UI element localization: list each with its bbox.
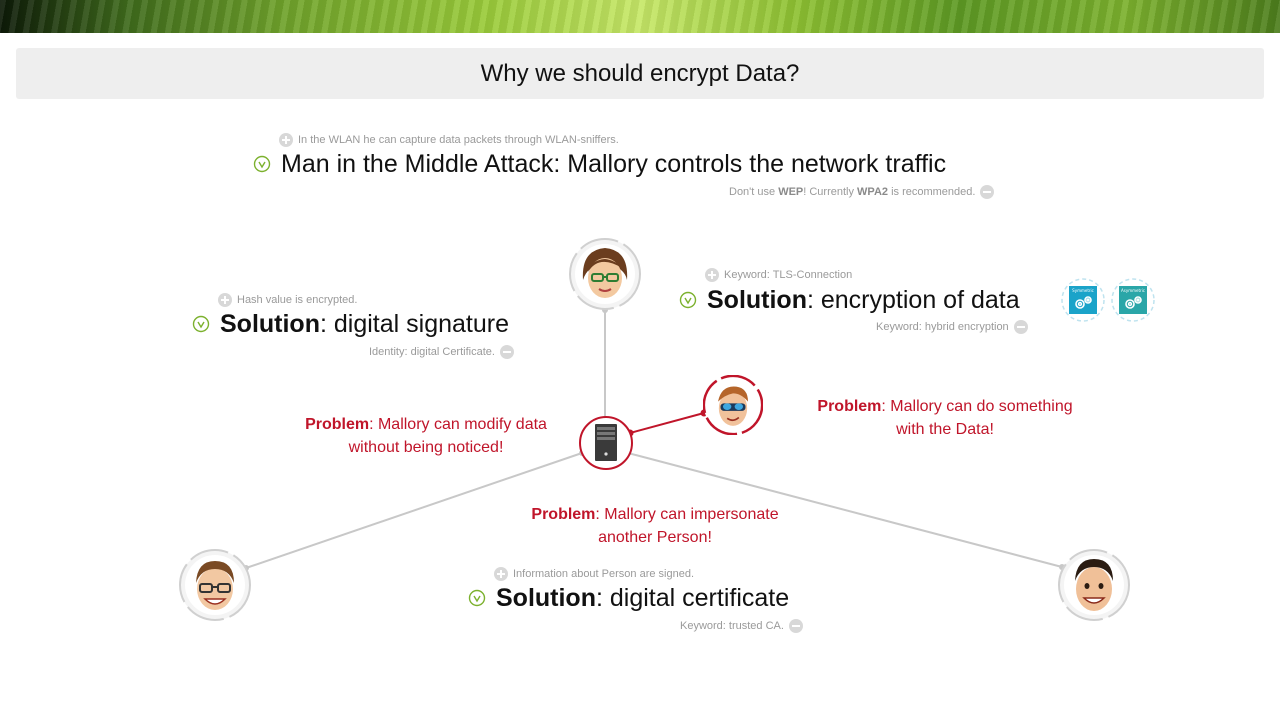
gear-icon — [1075, 296, 1092, 309]
slide-title: Why we should encrypt Data? — [480, 59, 800, 87]
plus-icon[interactable] — [705, 268, 719, 282]
problem-impersonate: Problem: Mallory can impersonate another… — [531, 506, 779, 546]
problem-modify: Problem: Mallory can modify data without… — [305, 416, 547, 456]
minus-icon[interactable] — [1013, 320, 1028, 334]
encryption-note-bottom: Keyword: hybrid encryption — [876, 320, 1028, 334]
minus-icon[interactable] — [499, 345, 514, 359]
solution-signature-heading: Solution: digital signature — [192, 308, 509, 340]
mitm-heading: Man in the Middle Attack: Mallory contro… — [253, 148, 946, 180]
certificate-note-bottom: Keyword: trusted CA. — [680, 619, 803, 633]
minus-icon[interactable] — [980, 185, 995, 199]
mitm-note-bottom: Don't use WEP! Currently WPA2 is recomme… — [729, 185, 995, 199]
plus-icon[interactable] — [279, 133, 293, 147]
lightbulb-icon — [468, 589, 486, 607]
avatar-mallory[interactable] — [703, 375, 763, 435]
minus-icon[interactable] — [788, 619, 803, 633]
lightbulb-icon — [253, 155, 271, 173]
symmetric-encryption-tile[interactable]: Symmetric — [1061, 278, 1105, 322]
problem-something: Problem: Mallory can do something with t… — [817, 398, 1073, 438]
avatar-woman[interactable] — [569, 238, 641, 310]
signature-note-bottom: Identity: digital Certificate. — [369, 345, 514, 359]
gear-icon — [1125, 296, 1142, 309]
slide-title-bar: Why we should encrypt Data? — [16, 48, 1264, 99]
certificate-note-top: Information about Person are signed. — [494, 567, 694, 581]
server-node[interactable] — [578, 415, 634, 471]
plus-icon[interactable] — [494, 567, 508, 581]
header-banner — [0, 0, 1280, 33]
server-icon — [595, 424, 617, 461]
avatar-man-glasses[interactable] — [179, 549, 251, 621]
lightbulb-icon — [679, 291, 697, 309]
tile-label: Symmetric — [1072, 288, 1094, 293]
solution-encryption-heading: Solution: encryption of data — [679, 284, 1020, 316]
avatar-man[interactable] — [1058, 549, 1130, 621]
solution-certificate-heading: Solution: digital certificate — [468, 582, 789, 614]
signature-note-top: Hash value is encrypted. — [218, 293, 357, 307]
tile-label: Asymmetric — [1121, 288, 1145, 293]
plus-icon[interactable] — [218, 293, 232, 307]
lightbulb-icon — [192, 315, 210, 333]
mitm-note-top: In the WLAN he can capture data packets … — [279, 133, 619, 147]
encryption-note-top: Keyword: TLS-Connection — [705, 268, 852, 282]
asymmetric-encryption-tile[interactable]: Asymmetric — [1111, 278, 1155, 322]
